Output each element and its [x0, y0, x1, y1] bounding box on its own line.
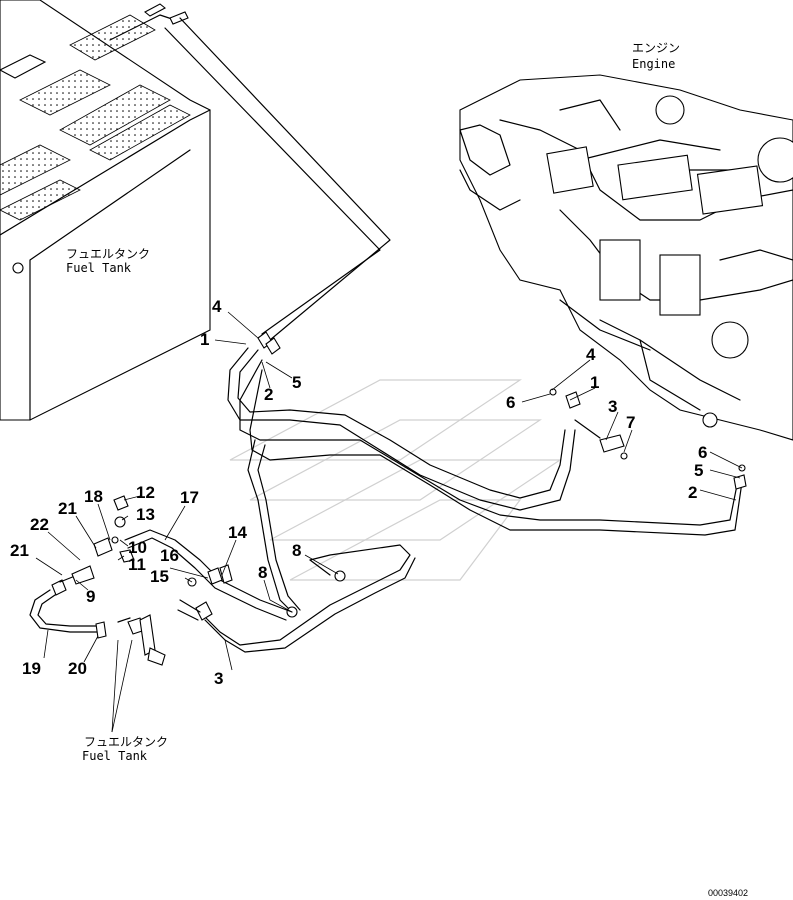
document-number: 00039402 — [708, 888, 748, 898]
callout-6-right: 6 — [506, 393, 515, 412]
callout-17: 17 — [180, 488, 199, 507]
callout-20: 20 — [68, 659, 87, 678]
callout-12: 12 — [136, 483, 155, 502]
fuel-tank-label-en: Fuel Tank — [66, 261, 132, 275]
callout-8-left: 8 — [258, 563, 267, 582]
callout-1-upper: 1 — [200, 330, 209, 349]
fuel-line-upper — [179, 17, 391, 341]
callout-21-lower: 21 — [10, 541, 29, 560]
callout-16: 16 — [160, 546, 179, 565]
watermark-logo — [229, 379, 562, 581]
engine-label-ja: エンジン — [632, 41, 680, 55]
callout-5-upper: 5 — [292, 373, 301, 392]
callout-10: 10 — [128, 538, 147, 557]
callout-4-upper: 4 — [212, 297, 222, 316]
callout-15: 15 — [150, 567, 169, 586]
leader-lines — [35, 311, 743, 733]
fuel-tank-illustration — [0, 0, 211, 421]
callout-5-far: 5 — [694, 461, 703, 480]
callout-3-lower: 3 — [214, 669, 223, 688]
callout-14: 14 — [228, 523, 247, 542]
callout-7: 7 — [626, 413, 635, 432]
callout-2-far: 2 — [688, 483, 697, 502]
engine-label-en: Engine — [632, 57, 675, 71]
callout-19: 19 — [22, 659, 41, 678]
fuel-line-upper-2 — [164, 27, 381, 335]
fuel-tank-bottom-label-ja: フュエルタンク — [84, 735, 168, 749]
fuel-tank-bottom-label-en: Fuel Tank — [82, 749, 148, 763]
callout-6-far: 6 — [698, 443, 707, 462]
callout-9: 9 — [86, 587, 95, 606]
callout-8-right: 8 — [292, 541, 301, 560]
callout-11: 11 — [128, 555, 146, 574]
fuel-tank-label-ja: フュエルタンク — [66, 247, 150, 261]
callout-1-right: 1 — [590, 373, 599, 392]
lower-left-fittings — [29, 495, 233, 666]
main-fuel-lines — [227, 347, 743, 613]
callout-21-upper: 21 — [58, 499, 77, 518]
callout-13: 13 — [136, 505, 155, 524]
callout-3-right: 3 — [608, 397, 617, 416]
callout-18: 18 — [84, 487, 103, 506]
engine-illustration — [459, 74, 793, 441]
callout-4-right: 4 — [586, 345, 596, 364]
callout-22: 22 — [30, 515, 49, 534]
callout-2-upper: 2 — [264, 385, 273, 404]
